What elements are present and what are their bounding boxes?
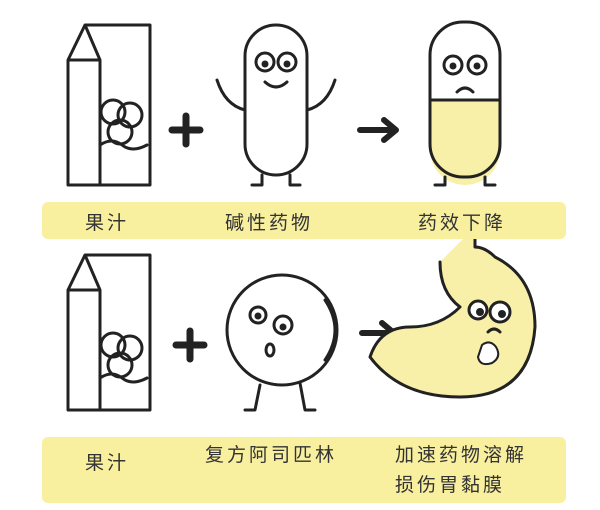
row2-juice-label: 果汁: [85, 452, 130, 474]
row1-alkaline-drug-label: 碱性药物: [225, 212, 314, 234]
row2-result-line2: 损伤胃黏膜: [395, 474, 506, 496]
row1-juice-label: 果汁: [85, 212, 130, 234]
arrow-right-icon: [357, 117, 399, 143]
row2-label-band: [42, 437, 566, 503]
row1-result-label: 药效下降: [418, 212, 507, 234]
weakened-pill-character-icon: [428, 20, 502, 187]
alkaline-pill-character-icon: [215, 23, 337, 187]
row2-result-line1: 加速药物溶解: [395, 444, 528, 466]
plus-icon: [168, 112, 204, 148]
juice-carton-icon: [66, 253, 152, 412]
row2-aspirin-label: 复方阿司匹林: [205, 444, 338, 466]
aspirin-tablet-character-icon: [225, 273, 339, 412]
row1-label-band: [42, 202, 566, 239]
plus-icon: [172, 327, 208, 363]
juice-carton-icon: [66, 23, 152, 187]
stomach-character-icon: [368, 225, 537, 399]
